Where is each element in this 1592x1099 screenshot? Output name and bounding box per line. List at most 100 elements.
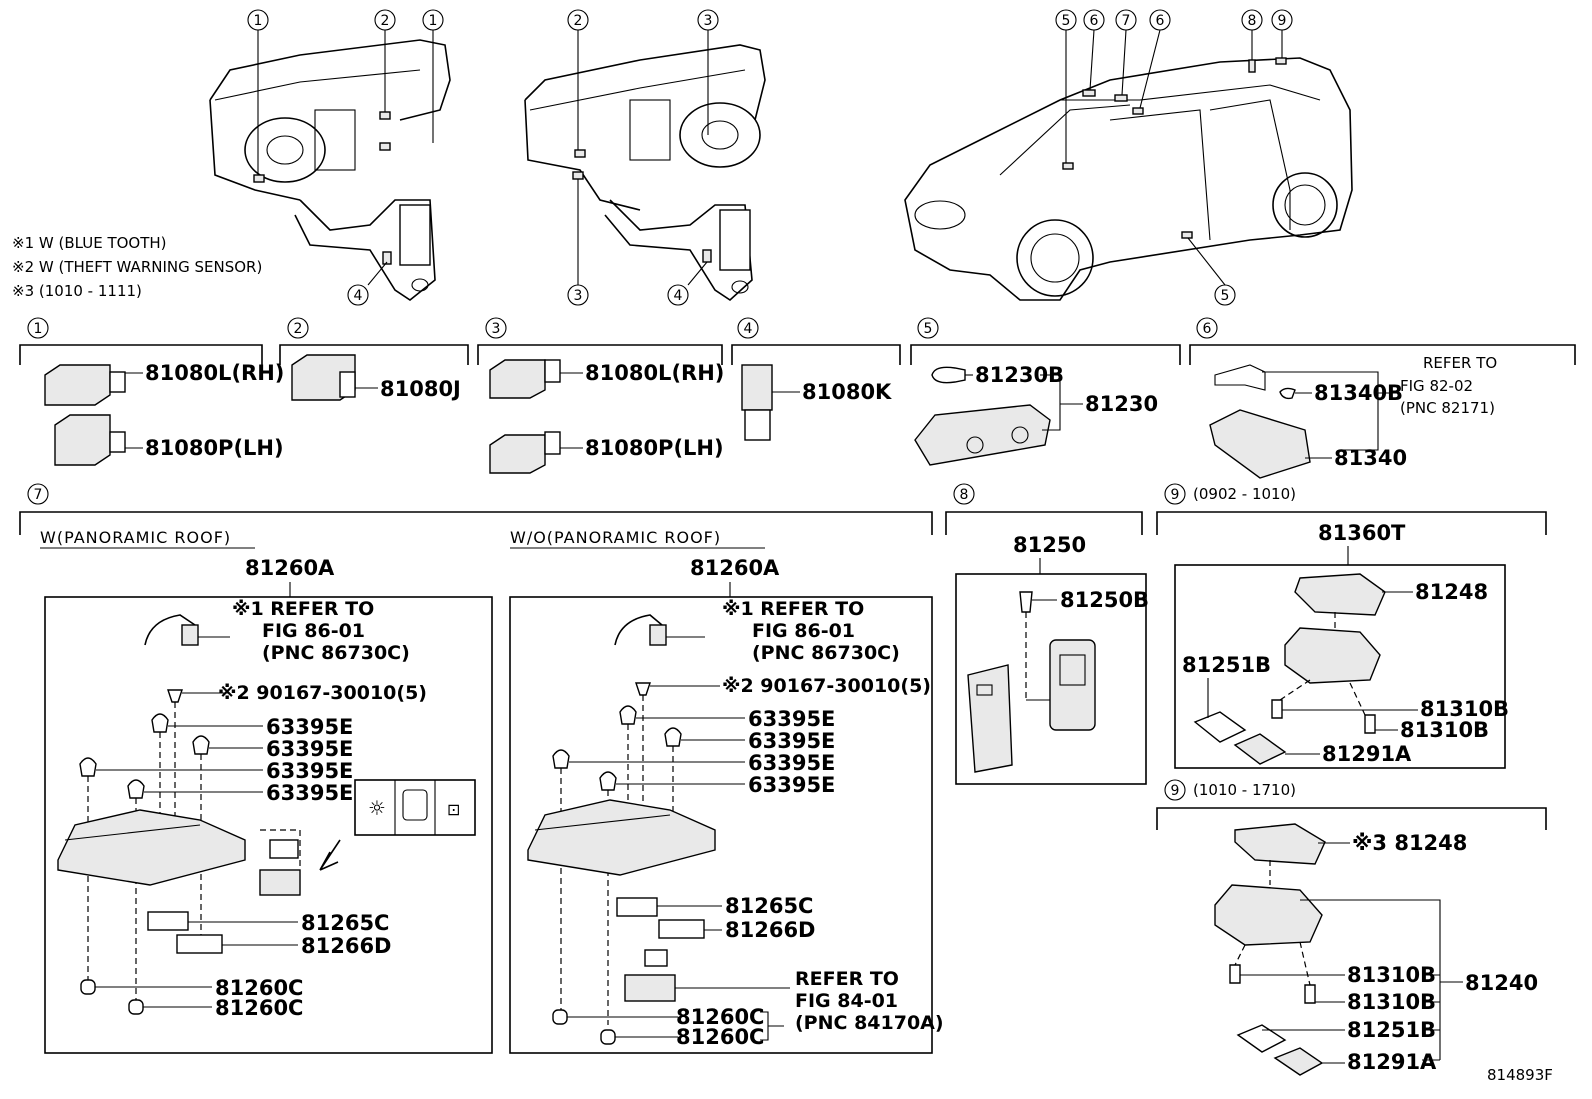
callout-4: 4	[354, 288, 363, 304]
assembly-81240: 81240	[1465, 971, 1538, 995]
part-81340B: 81340B	[1314, 381, 1403, 405]
clip-left-3: 63395E	[266, 759, 353, 783]
part-81310B-9b-1: 81310B	[1347, 963, 1436, 987]
section-9a-range: (0902 - 1010)	[1193, 485, 1296, 503]
section-9a-drawing	[1193, 573, 1418, 765]
lens-right-81265C: 81265C	[725, 894, 813, 918]
refer-line-3: (PNC 82171)	[1400, 399, 1495, 417]
part-81251B-9a: 81251B	[1182, 653, 1271, 677]
clip-right-1: 63395E	[748, 707, 835, 731]
box-wo-panoramic	[509, 596, 933, 1054]
part-81080L-rh-s1: 81080L(RH)	[145, 361, 284, 385]
assembly-81260A-right: 81260A	[690, 556, 780, 580]
section-4-parts	[741, 364, 800, 441]
section-6-number: 6	[1203, 321, 1212, 337]
part-81080L-rh-s3: 81080L(RH)	[585, 361, 724, 385]
callout-6b: 6	[1156, 13, 1165, 29]
svg-text:⊡: ⊡	[447, 800, 460, 819]
refer-right-3: (PNC 86730C)	[752, 642, 900, 664]
top-callouts: 1 2 1 2 3 3 4 4 5 6 7 6 8 9 5	[247, 9, 1293, 306]
part-81230B: 81230B	[975, 363, 1064, 387]
refer-right-2: FIG 86-01	[752, 620, 855, 642]
bulb-right-2: 81260C	[676, 1025, 764, 1049]
clip-left-1: 63395E	[266, 715, 353, 739]
clip-right-4: 63395E	[748, 773, 835, 797]
section-7-number: 7	[34, 487, 43, 503]
section-9b-drawing	[1214, 823, 1463, 1076]
section-9b-range: (1010 - 1710)	[1193, 781, 1296, 799]
callout-5b: 5	[1221, 288, 1230, 304]
bolt-right: ※2 90167-30010(5)	[722, 675, 931, 697]
section-4-number: 4	[744, 321, 753, 337]
refer-right-1: ※1 REFER TO	[722, 598, 864, 620]
callout-3b: 3	[574, 288, 583, 304]
section-brackets-row2	[19, 511, 1547, 830]
note-theft-sensor: ※2 W (THEFT WARNING SENSOR)	[12, 258, 262, 276]
section-9a-number: 9	[1171, 487, 1180, 503]
clip-right-2: 63395E	[748, 729, 835, 753]
part-81310B-9a-2: 81310B	[1400, 718, 1489, 742]
section-3-parts	[489, 359, 583, 474]
left-lamp-drawing: ☼ ⊡	[57, 614, 476, 1015]
svg-text:☼: ☼	[368, 796, 386, 820]
note-date-range: ※3 (1010 - 1111)	[12, 282, 142, 300]
vehicle-illustration	[904, 57, 1353, 301]
refer-line-1: REFER TO	[1423, 354, 1497, 372]
callout-9: 9	[1278, 13, 1287, 29]
part-81291A-9b: 81291A	[1347, 1050, 1437, 1074]
section-3-number: 3	[492, 321, 501, 337]
callout-8: 8	[1248, 13, 1257, 29]
callout-2: 2	[381, 13, 390, 29]
bulb-right-1: 81260C	[676, 1005, 764, 1029]
refer2-right-3: (PNC 84170A)	[795, 1012, 944, 1034]
assembly-81250: 81250	[1013, 533, 1086, 557]
clip-right-3: 63395E	[748, 751, 835, 775]
part-81080P-lh-s3: 81080P(LH)	[585, 436, 724, 460]
part-81080K: 81080K	[802, 380, 892, 404]
refer-left-2: FIG 86-01	[262, 620, 365, 642]
caption-wo-panoramic-roof: W/O(PANORAMIC ROOF)	[510, 528, 721, 547]
section-1-parts	[44, 364, 143, 466]
part-81080P-lh-s1: 81080P(LH)	[145, 436, 284, 460]
bolt-left: ※2 90167-30010(5)	[218, 682, 427, 704]
section-8-number: 8	[960, 487, 969, 503]
part-81310B-9b-2: 81310B	[1347, 990, 1436, 1014]
callout-1: 1	[254, 13, 263, 29]
right-lamp-drawing	[527, 614, 790, 1045]
part-81340: 81340	[1334, 446, 1407, 470]
callout-5: 5	[1062, 13, 1071, 29]
part-81251B-9b: 81251B	[1347, 1018, 1436, 1042]
section-5-number: 5	[924, 321, 933, 337]
figure-id: 814893F	[1487, 1066, 1553, 1084]
lens-left-81265C: 81265C	[301, 911, 389, 935]
section-9b-number: 9	[1171, 783, 1180, 799]
part-81248-9b: ※3 81248	[1352, 831, 1467, 855]
callout-7: 7	[1122, 13, 1131, 29]
section-1-number: 1	[34, 321, 43, 337]
section-2-parts	[291, 354, 378, 401]
assembly-81260A-left: 81260A	[245, 556, 335, 580]
refer-left-3: (PNC 86730C)	[262, 642, 410, 664]
part-81080J: 81080J	[380, 377, 461, 401]
section-brackets-row1	[19, 344, 1576, 365]
section-5-parts	[914, 366, 1083, 466]
assembly-81360T: 81360T	[1318, 521, 1406, 545]
lens-right-81266D: 81266D	[725, 918, 816, 942]
box-81250	[955, 573, 1147, 785]
callout-3: 3	[704, 13, 713, 29]
clip-left-4: 63395E	[266, 781, 353, 805]
caption-w-panoramic-roof: W(PANORAMIC ROOF)	[40, 528, 231, 547]
section-2-number: 2	[294, 321, 303, 337]
note-bluetooth: ※1 W (BLUE TOOTH)	[12, 234, 167, 252]
part-81248-9a: 81248	[1415, 580, 1488, 604]
callout-1b: 1	[429, 13, 438, 29]
box-w-panoramic	[44, 596, 493, 1054]
bulb-left-2: 81260C	[215, 996, 303, 1020]
dashboard-illustration-right	[524, 44, 766, 302]
refer-line-2: FIG 82-02	[1400, 377, 1473, 395]
bulb-81250B: 81250B	[1060, 588, 1149, 612]
dashboard-illustration-left	[209, 39, 451, 301]
part-81291A-9a: 81291A	[1322, 742, 1412, 766]
refer2-right-2: FIG 84-01	[795, 990, 898, 1012]
bulb-left-1: 81260C	[215, 976, 303, 1000]
